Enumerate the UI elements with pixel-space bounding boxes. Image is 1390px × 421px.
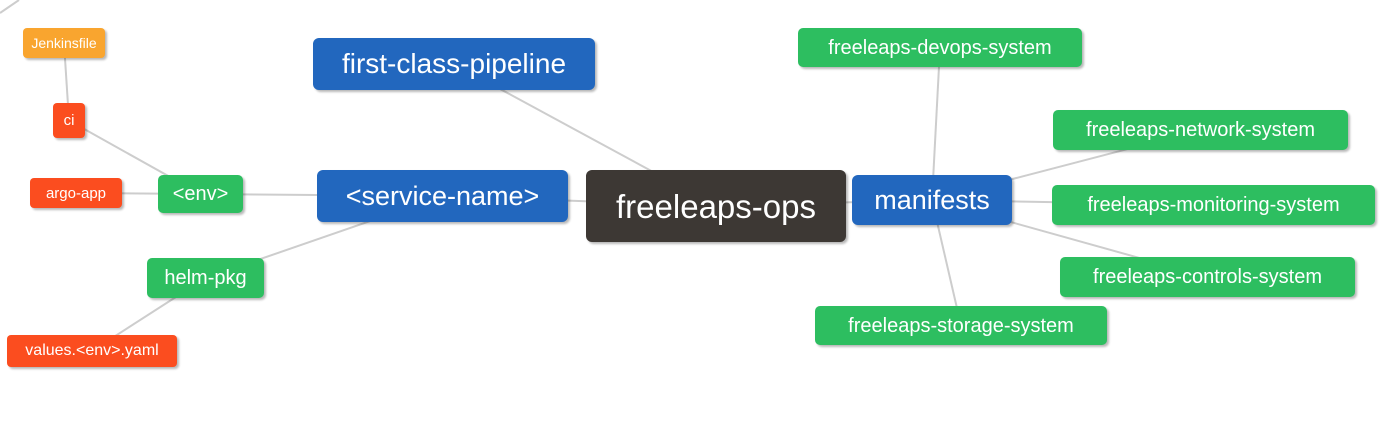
node-freeleaps-storage-system[interactable]: freeleaps-storage-system <box>815 306 1107 345</box>
node-ci[interactable]: ci <box>53 103 85 138</box>
node-manifests[interactable]: manifests <box>852 175 1012 225</box>
node-values-env-yaml[interactable]: values.<env>.yaml <box>7 335 177 367</box>
node-freeleaps-network-system[interactable]: freeleaps-network-system <box>1053 110 1348 150</box>
node-service-name[interactable]: <service-name> <box>317 170 568 222</box>
node-freeleaps-ops-root[interactable]: freeleaps-ops <box>586 170 846 242</box>
node-freeleaps-devops-system[interactable]: freeleaps-devops-system <box>798 28 1082 67</box>
node-jenkinsfile[interactable]: Jenkinsfile <box>23 28 105 58</box>
node-helm-pkg[interactable]: helm-pkg <box>147 258 264 298</box>
node-freeleaps-controls-system[interactable]: freeleaps-controls-system <box>1060 257 1355 297</box>
node-freeleaps-monitoring-system[interactable]: freeleaps-monitoring-system <box>1052 185 1375 225</box>
node-env[interactable]: <env> <box>158 175 243 213</box>
node-argo-app[interactable]: argo-app <box>30 178 122 208</box>
node-first-class-pipeline[interactable]: first-class-pipeline <box>313 38 595 90</box>
